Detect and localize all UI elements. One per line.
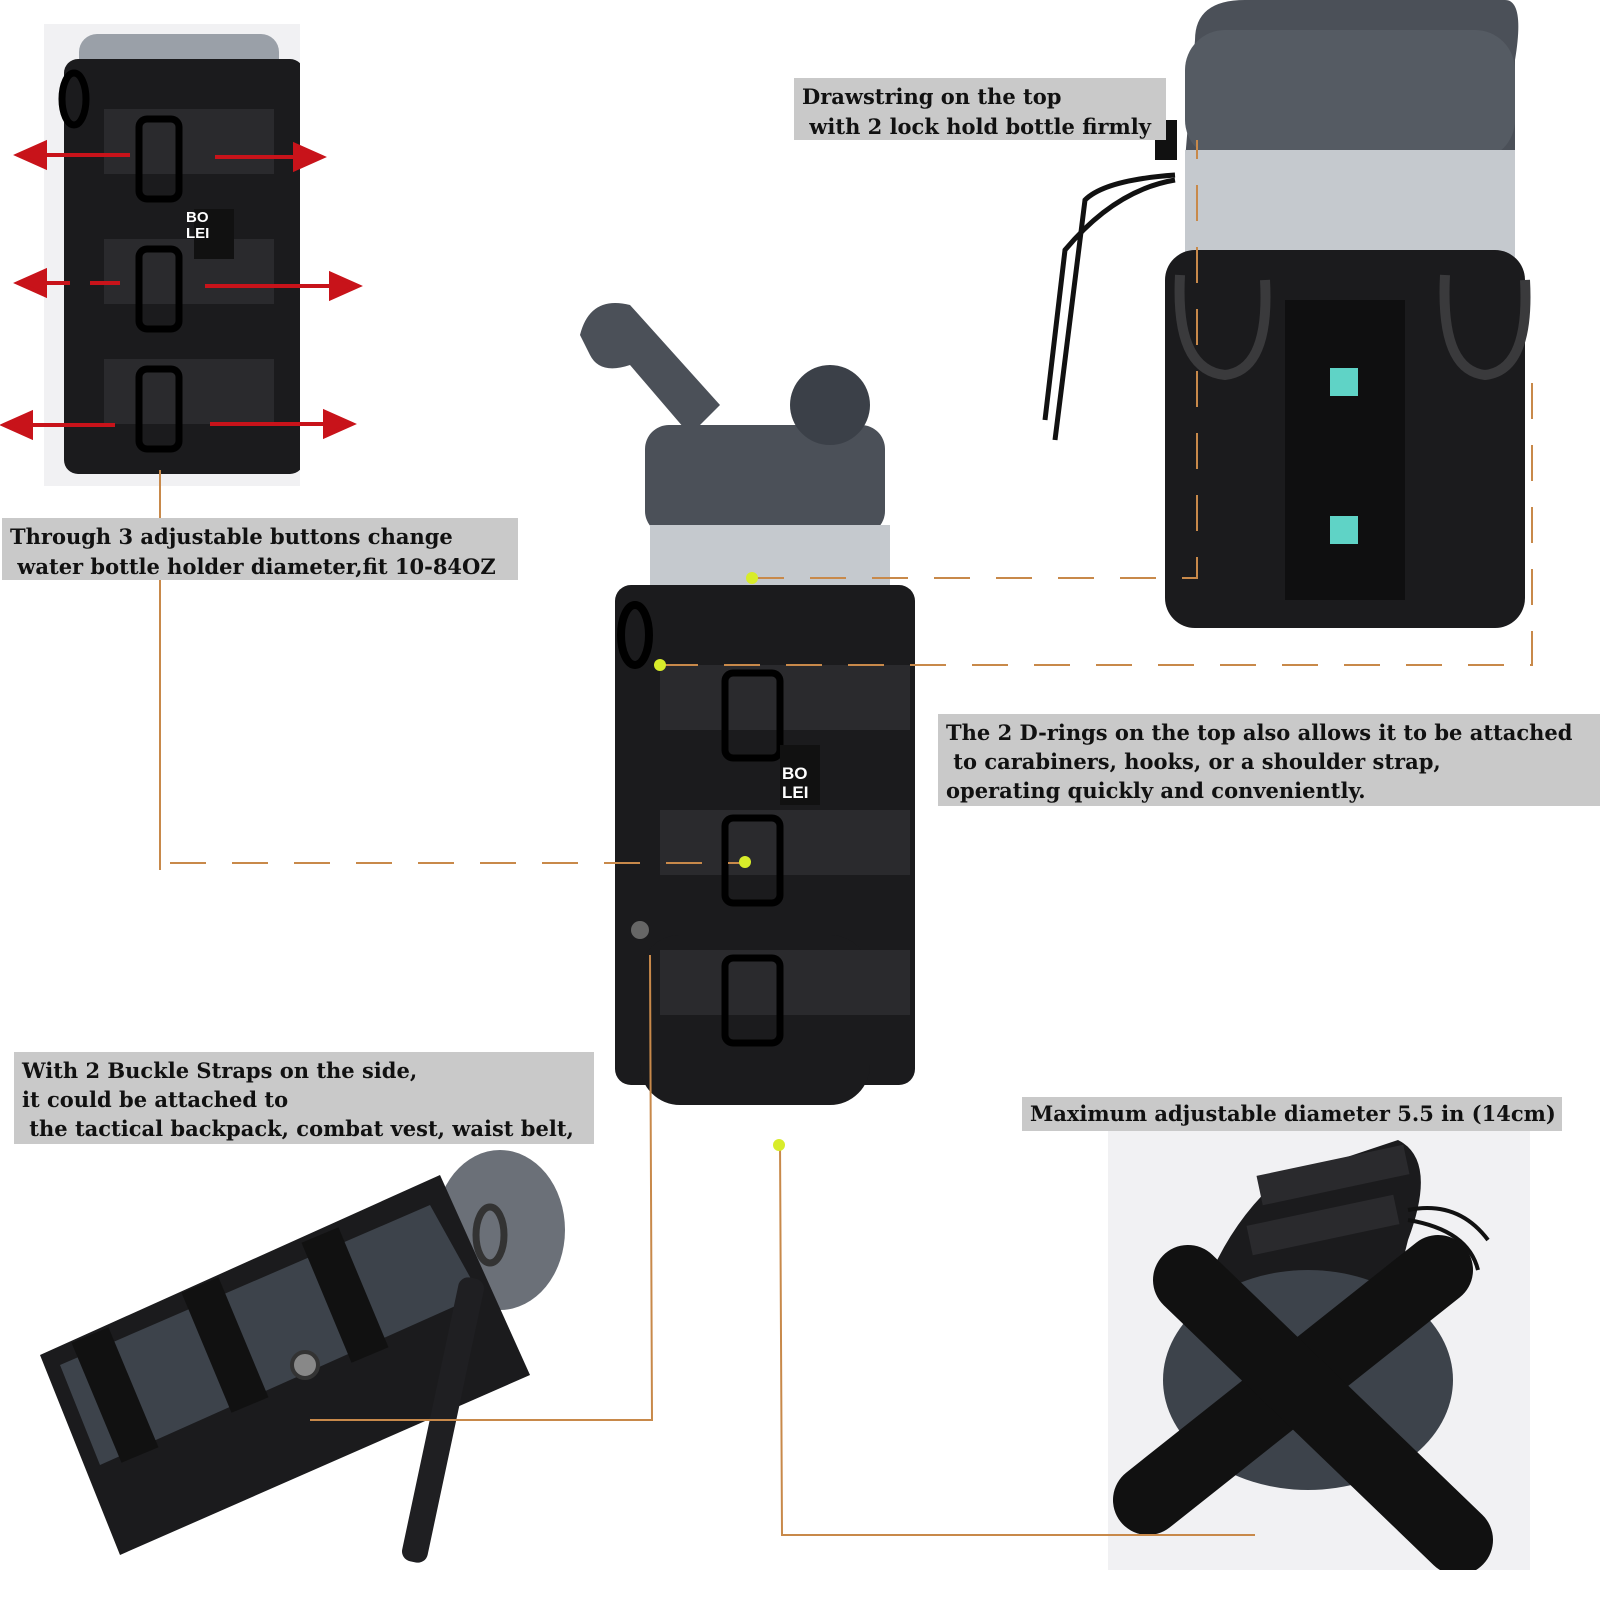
callout-dot — [773, 1139, 785, 1151]
photo-max-diameter — [1108, 1120, 1530, 1570]
arrow-left-icon — [0, 409, 33, 441]
bottle-print-text: BO — [186, 209, 209, 226]
leader-line — [310, 954, 654, 1421]
svg-text:BO: BO — [782, 764, 808, 783]
callout-dot — [654, 659, 666, 671]
arrow-right-icon — [293, 141, 327, 173]
svg-text:LEI: LEI — [186, 225, 209, 242]
callout-dot — [746, 572, 758, 584]
label-adjustable-buttons: Through 3 adjustable buttons change wate… — [2, 518, 518, 580]
photo-adjustable-holder: BO LEI — [44, 24, 300, 486]
label-max-diameter: Maximum adjustable diameter 5.5 in (14cm… — [1022, 1097, 1562, 1131]
label-buckle-straps: With 2 Buckle Straps on the side,it coul… — [14, 1052, 594, 1144]
leader-line — [662, 373, 1533, 666]
leader-line — [748, 140, 1198, 579]
label-d-rings: The 2 D-rings on the top also allows it … — [938, 714, 1600, 806]
callout-dot — [739, 856, 751, 868]
label-drawstring: Drawstring on the top with 2 lock hold b… — [794, 78, 1166, 140]
photo-buckle-straps — [0, 1135, 570, 1590]
arrow-left-icon — [13, 139, 47, 171]
svg-text:LEI: LEI — [782, 783, 808, 802]
photo-bottle-in-holder: BO LEI — [570, 295, 940, 1125]
arrow-right-icon — [323, 408, 357, 440]
arrow-left-icon — [13, 267, 47, 299]
leader-line — [779, 1139, 1255, 1536]
arrow-right-icon — [329, 270, 363, 302]
